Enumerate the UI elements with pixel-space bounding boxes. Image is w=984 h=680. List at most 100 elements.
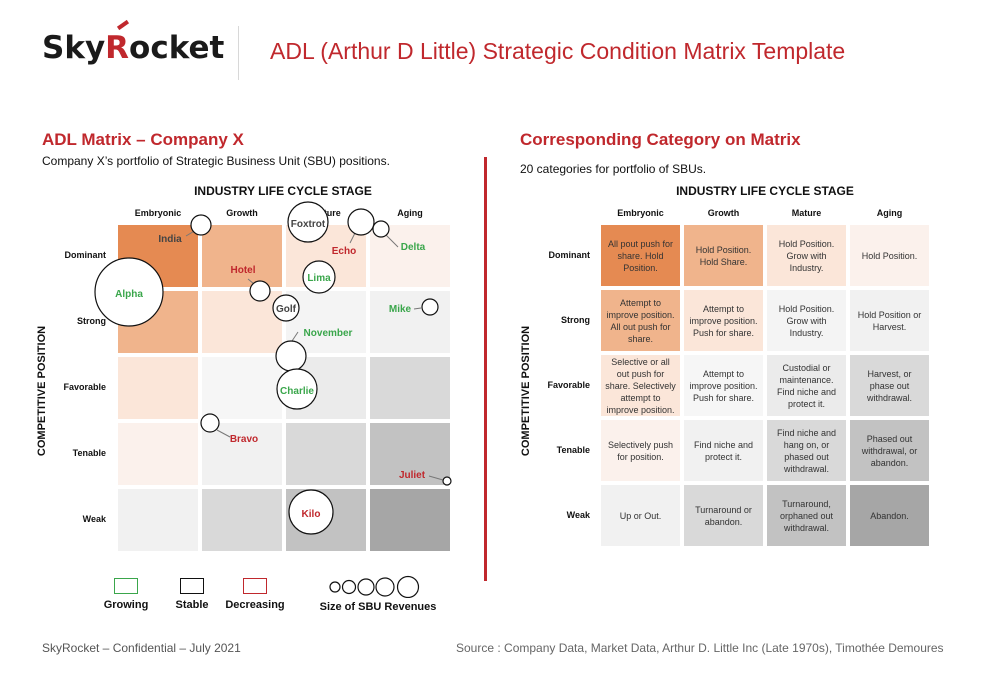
left-cell-favorable-embryonic [118, 357, 198, 419]
sbu-bravo: Bravo [200, 413, 258, 445]
right-col-aging: Aging [876, 208, 903, 218]
sbu-mike: Mike [389, 298, 439, 316]
left-row-tenable: Tenable [72, 448, 106, 458]
right-cell-favorable-embryonic: Selective or all out push for share. Sel… [601, 355, 680, 416]
right-cell-strong-mature: Hold Position. Grow with Industry. [767, 290, 846, 351]
right-row-strong: Strong [561, 314, 590, 325]
left-col-growth: Growth [226, 208, 258, 218]
right-cell-dominant-growth: Hold Position. Hold Share. [684, 225, 763, 286]
sbu-india: India [158, 214, 212, 245]
header-divider [238, 26, 239, 80]
right-cell-strong-embryonic: Attempt to improve position. All out pus… [601, 290, 680, 351]
sbu-juliet-leader-line [428, 475, 444, 481]
sbu-hotel: Hotel [231, 265, 271, 302]
sbu-echo-bubble [347, 208, 375, 236]
legend-decreasing-swatch [243, 578, 267, 594]
left-col-aging: Aging [397, 208, 423, 218]
right-cell-weak-mature: Turnaround, orphaned out withdrawal. [767, 485, 846, 546]
left-row-dominant: Dominant [64, 250, 107, 260]
right-section-subtitle: 20 categories for portfolio of SBUs. [520, 162, 707, 176]
sbu-juliet-label: Juliet [399, 470, 426, 481]
sbu-bravo-leader-line [216, 429, 231, 438]
sbu-alpha-label: Alpha [115, 289, 143, 300]
left-cell-strong-aging [370, 291, 450, 353]
right-cell-strong-aging: Hold Position or Harvest. [850, 290, 929, 351]
left-cell-tenable-mature [286, 423, 366, 485]
left-cell-strong-growth [202, 291, 282, 353]
sbu-foxtrot-bubble [287, 201, 329, 243]
right-cell-dominant-aging: Hold Position. [850, 225, 929, 286]
sbu-echo-label: Echo [332, 246, 356, 257]
right-cell-tenable-embryonic: Selectively push for position. [601, 420, 680, 481]
left-cell-tenable-embryonic [118, 423, 198, 485]
left-cell-strong-mature [286, 291, 366, 353]
sbu-november-bubble [275, 340, 307, 372]
right-col-mature: Mature [791, 208, 822, 218]
sbu-golf-label: Golf [276, 304, 297, 315]
left-cell-tenable-aging [370, 423, 450, 485]
sbu-lima-bubble [302, 260, 336, 294]
sbu-delta: Delta [372, 220, 426, 253]
sbu-bravo-label: Bravo [230, 434, 258, 445]
right-cell-dominant-mature: Hold Position. Grow with Industry. [767, 225, 846, 286]
sbu-delta-bubble [372, 220, 390, 238]
left-top-axis-label: INDUSTRY LIFE CYCLE STAGE [194, 184, 372, 198]
right-cell-tenable-growth: Find niche and protect it. [684, 420, 763, 481]
sbu-charlie: Charlie [276, 368, 318, 410]
left-row-weak: Weak [82, 514, 106, 524]
sbu-charlie-bubble [276, 368, 318, 410]
sbu-golf: Golf [272, 294, 300, 322]
sbu-november: November [275, 328, 353, 372]
sbu-juliet: Juliet [399, 470, 452, 486]
right-cell-favorable-mature: Custodial or maintenance. Find niche and… [767, 355, 846, 416]
sbu-echo-leader-line [349, 232, 356, 244]
left-col-embryonic: Embryonic [134, 208, 182, 218]
page-title: ADL (Arthur D Little) Strategic Conditio… [270, 38, 846, 64]
legend-stable-label: Stable [175, 599, 209, 611]
legend-stable-swatch [180, 578, 204, 594]
right-row-weak: Weak [566, 509, 590, 520]
left-cell-weak-embryonic [118, 489, 198, 551]
sbu-alpha-bubble [94, 257, 164, 327]
right-cell-tenable-aging: Phased out withdrawal, or abandon. [850, 420, 929, 481]
right-row-favorable: Favorable [547, 379, 590, 390]
sbu-kilo-label: Kilo [302, 509, 321, 520]
right-section-title: Corresponding Category on Matrix [520, 130, 801, 149]
right-cell-tenable-mature: Find niche and hang on, or phased out wi… [767, 420, 846, 481]
sbu-india-bubble [190, 214, 212, 236]
left-cell-dominant-growth [202, 225, 282, 287]
sbu-foxtrot: Foxtrot [287, 201, 329, 243]
sbu-echo: Echo [332, 208, 375, 257]
sbu-november-label: November [304, 328, 353, 339]
legend-size-circles [329, 575, 420, 598]
left-section-title: ADL Matrix – Company X [42, 130, 244, 149]
sbu-delta-leader-line [385, 234, 399, 248]
sbu-kilo: Kilo [288, 489, 334, 535]
sbu-alpha: Alpha [94, 257, 164, 327]
left-cell-weak-aging [370, 489, 450, 551]
skyrocket-logo: SkyRocket [42, 30, 225, 66]
legend-growing-swatch [114, 578, 138, 594]
right-col-embryonic: Embryonic [617, 208, 664, 218]
right-cell-weak-embryonic: Up or Out. [601, 485, 680, 546]
sbu-charlie-label: Charlie [280, 386, 314, 397]
sbu-juliet-bubble [442, 476, 452, 486]
left-section-subtitle: Company X’s portfolio of Strategic Busin… [42, 154, 390, 168]
sbu-hotel-bubble [249, 280, 271, 302]
sbu-november-leader-line [291, 331, 299, 342]
section-divider [484, 157, 487, 581]
sbu-kilo-bubble [288, 489, 334, 535]
footer-confidential: SkyRocket – Confidential – July 2021 [42, 641, 241, 655]
legend-decreasing-label: Decreasing [225, 599, 285, 611]
right-top-axis-label: INDUSTRY LIFE CYCLE STAGE [676, 184, 854, 198]
right-cell-weak-growth: Turnaround or abandon. [684, 485, 763, 546]
right-col-growth: Growth [707, 208, 740, 218]
legend-size-label: Size of SBU Revenues [319, 601, 437, 613]
right-cell-dominant-embryonic: All pout push for share. Hold Position. [601, 225, 680, 286]
left-row-strong: Strong [77, 316, 106, 326]
left-cell-tenable-growth [202, 423, 282, 485]
sbu-hotel-label: Hotel [231, 265, 256, 276]
right-cell-strong-growth: Attempt to improve position. Push for sh… [684, 290, 763, 351]
left-cell-favorable-growth [202, 357, 282, 419]
right-cell-favorable-growth: Attempt to improve position. Push for sh… [684, 355, 763, 416]
